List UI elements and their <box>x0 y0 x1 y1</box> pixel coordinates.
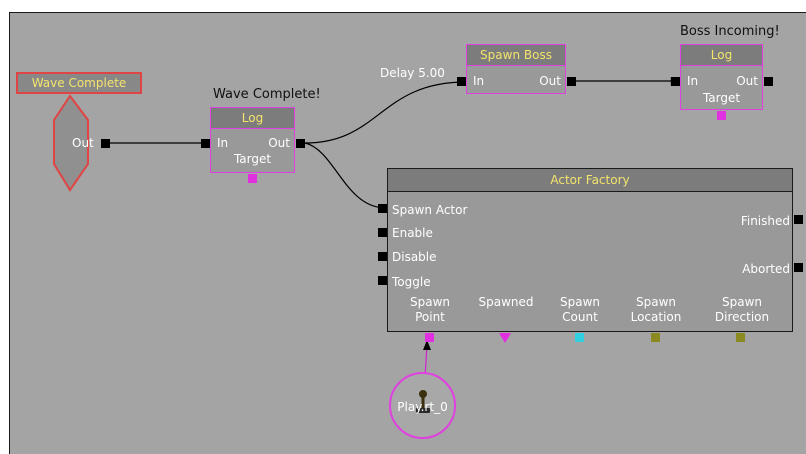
log2-out-port[interactable] <box>764 77 773 86</box>
output-aborted-label: Aborted <box>742 262 790 276</box>
factory-in-spawn-actor-port[interactable] <box>378 204 387 213</box>
log1-target-port[interactable] <box>248 174 257 183</box>
delay-label: Delay 5.00 <box>380 66 445 80</box>
log2-out-label: Out <box>736 74 758 88</box>
spawn-boss-in-port[interactable] <box>457 77 466 86</box>
log2-target-label: Target <box>702 91 741 105</box>
log1-target-label: Target <box>233 152 272 166</box>
player-start-label: Play.rt_0 <box>397 400 448 414</box>
var-spawn-point-port[interactable] <box>425 333 434 342</box>
log2-in-port[interactable] <box>671 77 680 86</box>
var-spawn-direction-port[interactable] <box>736 333 745 342</box>
var-spawn-count-port[interactable] <box>575 333 584 342</box>
log1-comment: Wave Complete! <box>213 87 321 102</box>
log1-out-label: Out <box>268 136 290 150</box>
player-start-variable[interactable]: Play.rt_0 <box>389 372 456 439</box>
log1-out-port[interactable] <box>296 139 305 148</box>
output-finished-label: Finished <box>740 214 790 228</box>
log2-target-port[interactable] <box>717 111 726 120</box>
factory-in-enable-port[interactable] <box>378 228 387 237</box>
spawn-boss-out-label: Out <box>539 74 561 88</box>
wave-complete-event-title[interactable]: Wave Complete <box>16 72 142 94</box>
log2-node[interactable]: Log In Out Target <box>680 44 763 110</box>
spawn-boss-node[interactable]: Spawn Boss In Out <box>466 44 566 94</box>
log2-in-label: In <box>687 74 699 88</box>
log1-node[interactable]: Log In Out Target <box>210 107 295 173</box>
input-toggle-label: Toggle <box>392 275 431 289</box>
input-spawn-actor-label: Spawn Actor <box>392 203 468 217</box>
input-enable-label: Enable <box>392 226 433 240</box>
log1-in-label: In <box>217 136 229 150</box>
input-disable-label: Disable <box>392 250 437 264</box>
spawn-boss-in-label: In <box>473 74 485 88</box>
factory-in-disable-port[interactable] <box>378 252 387 261</box>
spawn-boss-out-port[interactable] <box>567 77 576 86</box>
var-spawn-location-port[interactable] <box>651 333 660 342</box>
wire-log1-to-factory <box>304 142 387 212</box>
factory-in-toggle-port[interactable] <box>378 276 387 285</box>
event-out-label: Out <box>72 136 94 150</box>
factory-out-aborted-port[interactable] <box>794 263 803 272</box>
var-spawned-port[interactable] <box>499 333 511 343</box>
event-out-port[interactable] <box>101 139 110 148</box>
actor-factory-node[interactable]: Actor Factory Spawn Actor Enable Disable… <box>387 168 793 332</box>
factory-out-finished-port[interactable] <box>794 215 803 224</box>
log1-in-port[interactable] <box>201 139 210 148</box>
wire-log1-to-spawnboss <box>304 78 467 144</box>
wave-complete-event-node[interactable] <box>50 94 110 194</box>
joystick-icon <box>416 390 430 413</box>
wire-arrowhead-spawnpoint <box>423 340 431 350</box>
log2-comment: Boss Incoming! <box>680 24 780 39</box>
var-spawned-label: Spawned <box>478 295 534 309</box>
